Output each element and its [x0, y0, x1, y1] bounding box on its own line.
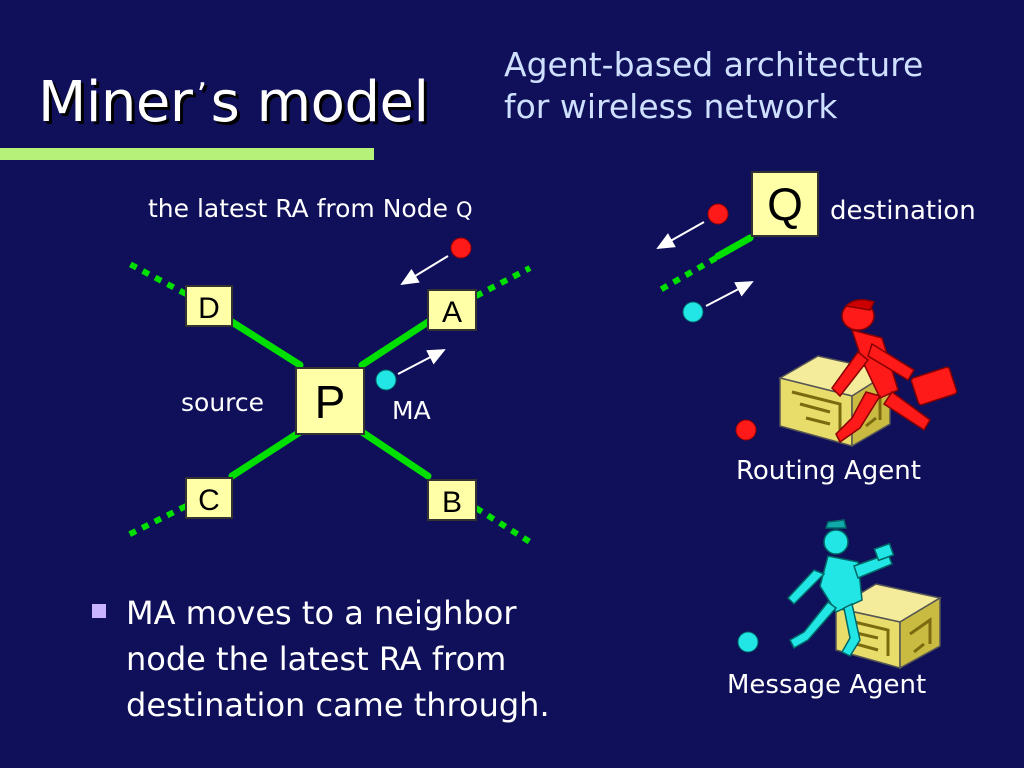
- node-p: P: [295, 367, 365, 435]
- node-a: A: [427, 289, 477, 331]
- title-rest: s model: [210, 70, 429, 135]
- dotted-link-q: [658, 255, 718, 293]
- routing-agent-dot-a: [450, 237, 472, 259]
- link-q: [714, 234, 754, 260]
- message-agent-arrow-q: [705, 281, 754, 307]
- network-links: [228, 234, 754, 480]
- node-c: C: [185, 477, 233, 519]
- routing-agent-legend-dot: [735, 419, 757, 441]
- latest-ra-label-main: the latest RA from Node: [148, 194, 456, 223]
- routing-agent-arrow-a: [400, 255, 449, 286]
- message-agent-arrow-p: [397, 349, 446, 375]
- source-label: source: [181, 388, 265, 417]
- dotted-link-c: [124, 503, 188, 539]
- node-d-label: D: [198, 292, 220, 325]
- node-b: B: [427, 479, 477, 521]
- routing-agent-dot-q: [707, 203, 729, 225]
- node-c-label: C: [198, 484, 220, 517]
- link-p-d: [228, 318, 304, 369]
- latest-ra-label: the latest RA from Node Q: [148, 194, 472, 223]
- bullet-text: MA moves to a neighbor node the latest R…: [126, 594, 550, 724]
- link-p-b: [358, 428, 432, 480]
- ma-label: MA: [392, 396, 431, 425]
- routing-agent-figure-icon: [831, 299, 958, 444]
- node-d: D: [185, 285, 233, 327]
- routing-agent-arrow-q: [656, 221, 705, 249]
- slide-title: Miner’s model: [38, 70, 429, 135]
- subtitle-line-1: Agent-based architecture: [504, 45, 924, 84]
- node-p-label: P: [315, 376, 346, 428]
- message-agent-dot-q: [682, 301, 704, 323]
- node-q: Q: [751, 171, 819, 237]
- bullet-square-icon: [92, 604, 106, 618]
- dotted-links: [124, 255, 718, 545]
- node-q-label: Q: [767, 178, 803, 230]
- message-agent-label: Message Agent: [727, 670, 927, 700]
- link-p-a: [358, 318, 432, 369]
- node-b-label: B: [442, 486, 462, 519]
- dotted-link-a: [474, 265, 532, 299]
- title-underline: [0, 148, 374, 160]
- dotted-link-b: [474, 505, 532, 545]
- message-agent-dot-p: [375, 369, 397, 391]
- title-apostrophe: ’: [196, 76, 207, 116]
- latest-ra-label-node: Q: [455, 198, 473, 222]
- dotted-link-d: [124, 259, 188, 297]
- message-agent-figure-icon: [786, 519, 895, 657]
- node-a-label: A: [442, 296, 462, 329]
- routing-agent-label: Routing Agent: [736, 456, 921, 486]
- title-main: Miner: [38, 70, 193, 135]
- slide-subtitle: Agent-based architecture for wireless ne…: [504, 44, 974, 128]
- message-agent-legend-dot: [737, 631, 759, 653]
- link-p-c: [228, 428, 304, 480]
- destination-label: destination: [830, 196, 976, 226]
- subtitle-line-2: for wireless network: [504, 87, 838, 126]
